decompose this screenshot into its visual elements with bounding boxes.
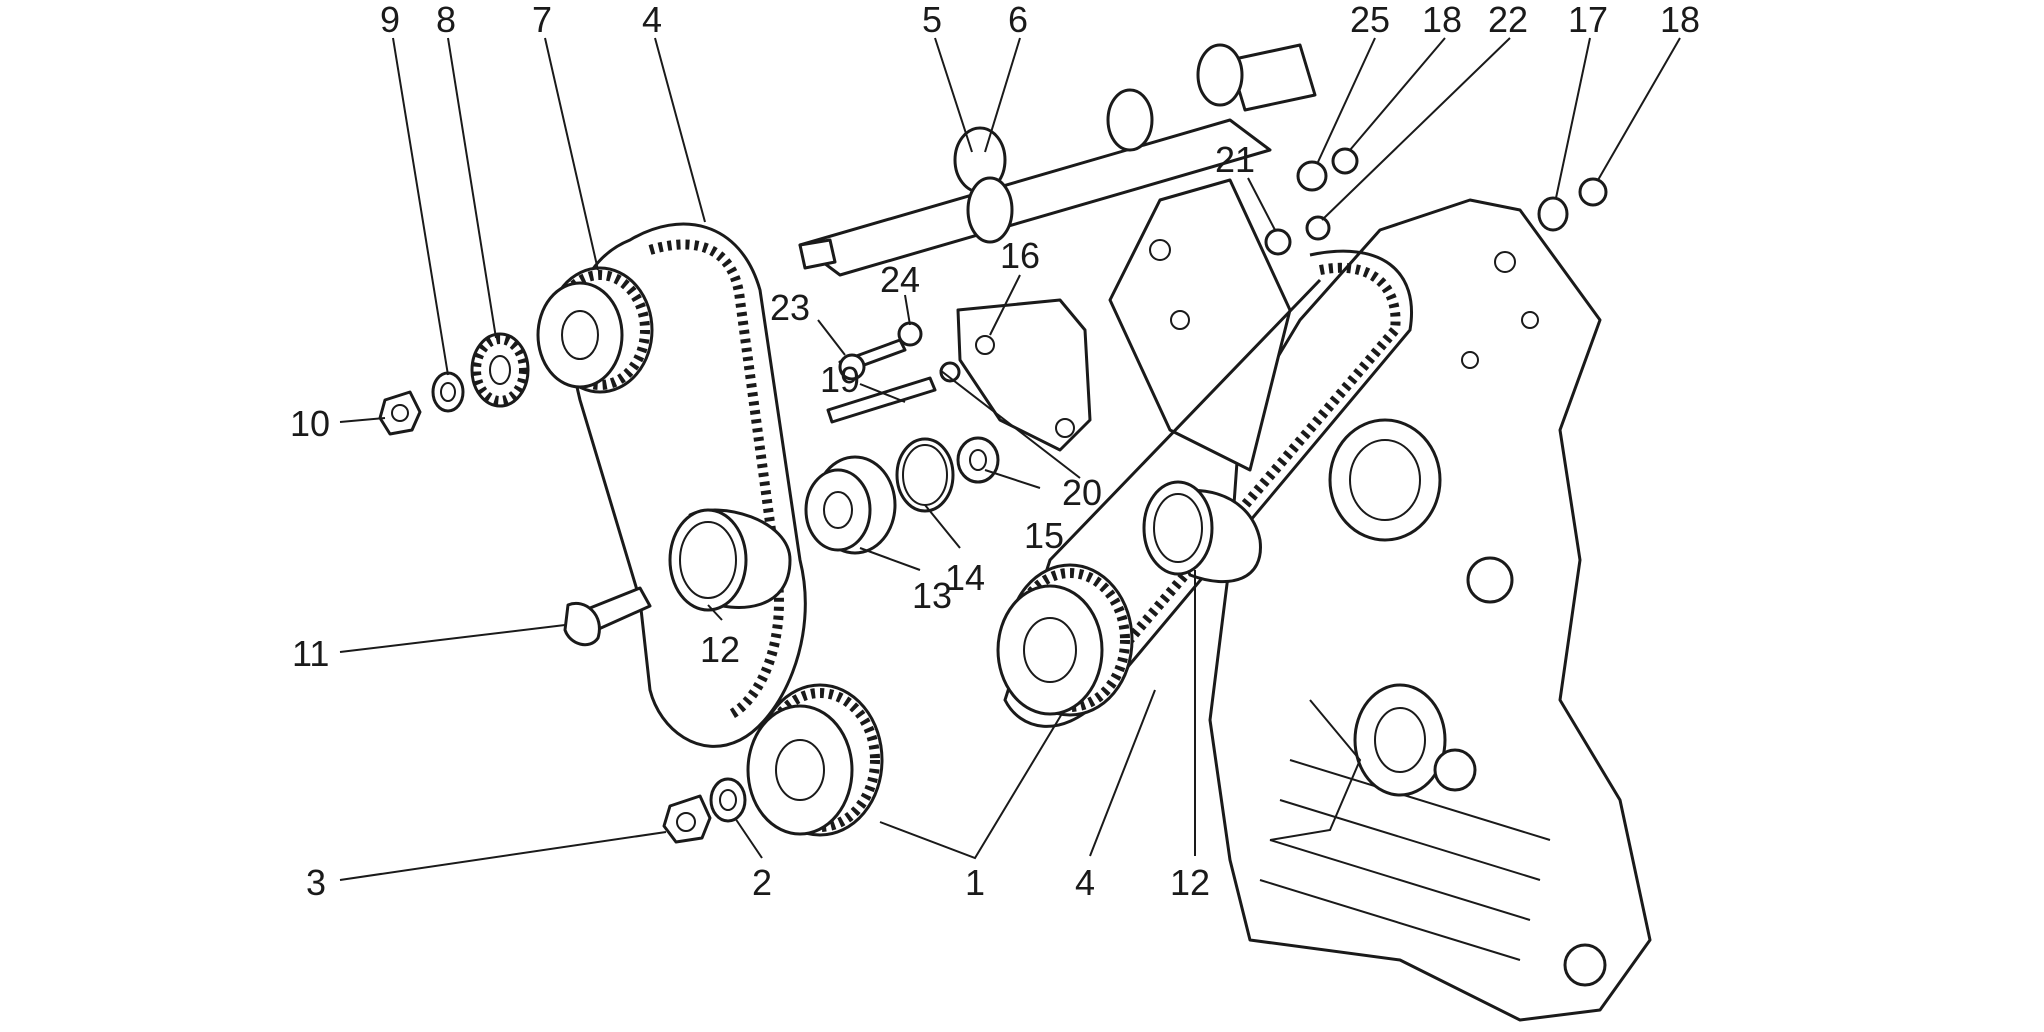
callout-11: 11	[292, 633, 329, 674]
crank-pulley-left	[662, 683, 884, 844]
callout-5: 5	[922, 0, 942, 40]
callout-18-right: 18	[1660, 0, 1700, 40]
callout-12-right: 12	[1170, 862, 1210, 903]
callout-6: 6	[1008, 0, 1028, 40]
callout-15: 15	[1024, 515, 1064, 556]
callout-2: 2	[752, 862, 772, 903]
callout-4-top: 4	[642, 0, 662, 40]
callout-13: 13	[912, 575, 952, 616]
callout-20: 20	[1062, 472, 1102, 513]
bearing-stack	[804, 436, 1000, 555]
timing-belt-right	[1003, 249, 1413, 728]
timing-cover	[1208, 198, 1652, 1022]
callout-labels: 9 8 7 4 5 6 25 18 22 17 18 21 16 24 23 1…	[290, 0, 1700, 903]
callout-9: 9	[380, 0, 400, 40]
callout-7: 7	[532, 0, 552, 40]
callout-1: 1	[965, 862, 985, 903]
callout-18-left: 18	[1422, 0, 1462, 40]
small-gear-assembly	[378, 332, 530, 436]
callout-3: 3	[306, 862, 326, 903]
callout-8: 8	[436, 0, 456, 40]
leader-lines	[339, 37, 1681, 881]
callout-10: 10	[290, 403, 330, 444]
crank-pulley-right	[996, 563, 1134, 717]
callout-17: 17	[1568, 0, 1608, 40]
camshaft-pulley	[536, 266, 654, 394]
callout-12-left: 12	[700, 629, 740, 670]
rear-bracket	[1108, 178, 1292, 472]
callout-24: 24	[880, 259, 920, 300]
hardware-nuts-washers	[1264, 147, 1608, 256]
callout-23: 23	[770, 287, 810, 328]
idler-right	[1142, 480, 1262, 584]
callout-25: 25	[1350, 0, 1390, 40]
callout-16: 16	[1000, 235, 1040, 276]
callout-4-bottom: 4	[1075, 862, 1095, 903]
idler-left	[563, 508, 792, 647]
tensioner-bracket	[826, 298, 1092, 452]
callout-19: 19	[820, 359, 860, 400]
callout-21: 21	[1215, 139, 1255, 180]
callout-22: 22	[1488, 0, 1528, 40]
callout-14: 14	[945, 557, 985, 598]
camshaft	[798, 43, 1317, 277]
